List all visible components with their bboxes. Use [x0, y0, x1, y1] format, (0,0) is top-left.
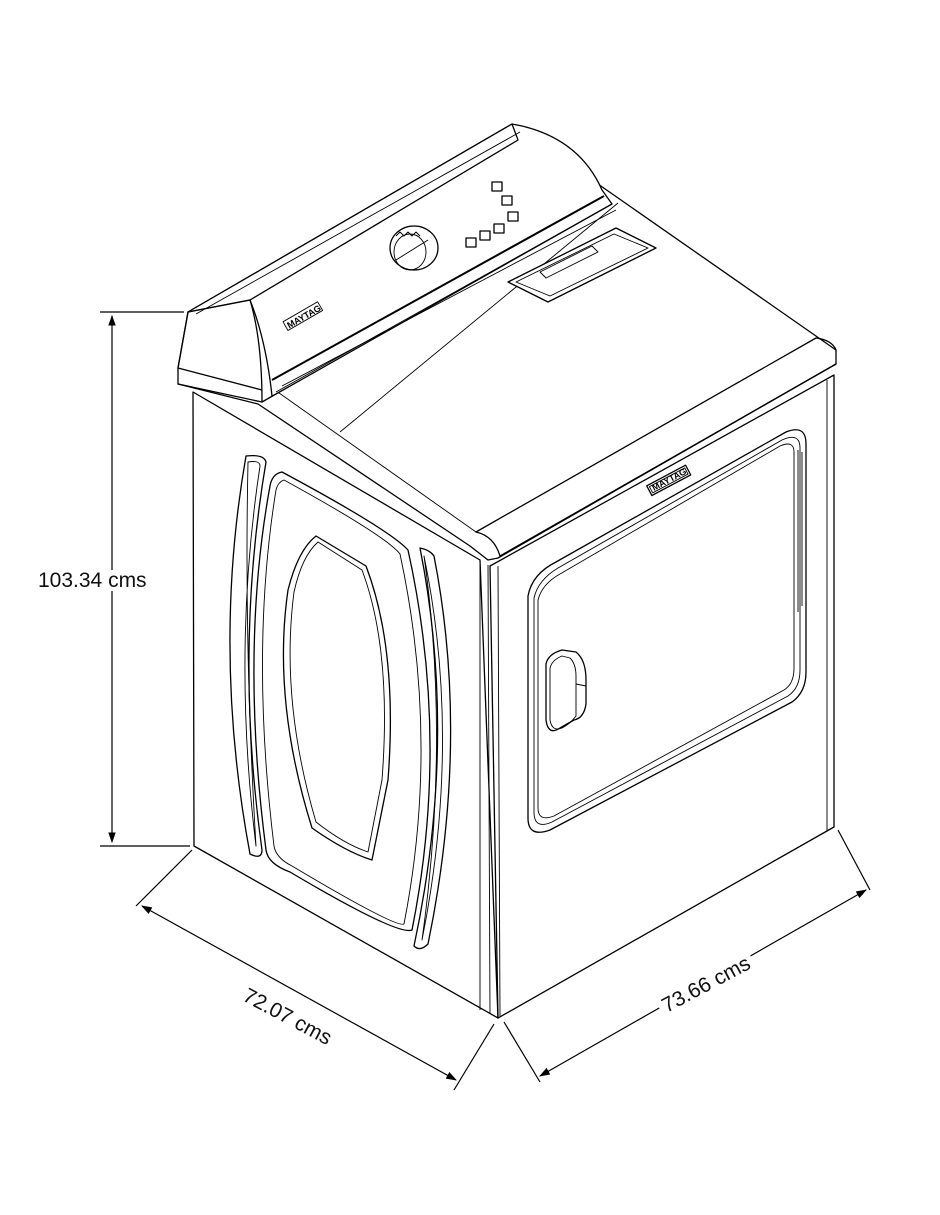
lint-filter-cover [507, 227, 657, 303]
option-button-5 [501, 195, 513, 206]
option-button-3 [493, 223, 505, 234]
control-console: MAYTAG [177, 123, 657, 403]
width-extension-right [837, 829, 871, 891]
depth-extension-right [453, 1023, 495, 1091]
control-buttons [465, 181, 519, 248]
depth-dimension-line [141, 905, 457, 1081]
cycle-dial-knob [389, 225, 439, 271]
height-dimension-label: 103.34 cms [34, 570, 151, 591]
option-button-2 [479, 230, 491, 241]
door-handle [545, 649, 587, 732]
option-button-6 [491, 181, 503, 192]
width-extension-left [503, 1021, 541, 1083]
option-button-4 [507, 211, 519, 222]
depth-extension-left [135, 849, 193, 907]
option-button-1 [465, 237, 477, 248]
door-outer [527, 429, 807, 833]
